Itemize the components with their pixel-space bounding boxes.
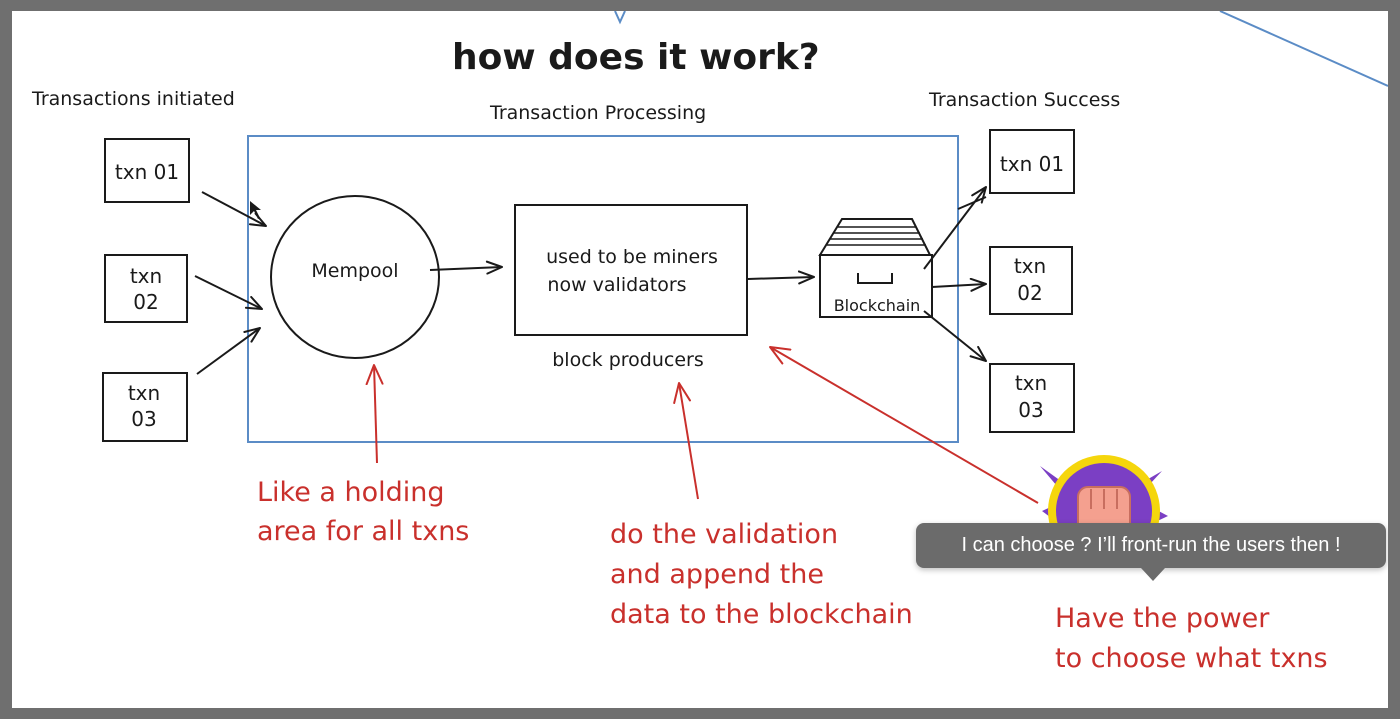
blockchain-label: Blockchain <box>834 296 921 315</box>
note-mempool-line2: area for all txns <box>257 516 469 547</box>
validator-line1: used to be miners <box>546 246 718 268</box>
arrow-blockchain-to-txn01-b <box>957 196 987 210</box>
tooltip-tail <box>1141 568 1165 581</box>
heading-initiated: Transactions initiated <box>31 88 235 110</box>
left-txn-03: txn 03 <box>102 372 188 442</box>
arrow-txn03-to-mempool <box>196 327 261 375</box>
red-arrow-power <box>769 346 1039 504</box>
mempool-circle <box>270 195 440 359</box>
tooltip-bubble: I can choose ? I’ll front-run the users … <box>916 523 1386 568</box>
diagram-svg: how does it work? Transactions initiated… <box>31 11 1388 674</box>
note-validation-line1: do the validation <box>610 519 838 550</box>
arrow-blockchain-to-txn01 <box>923 186 987 270</box>
block-producers-label: block producers <box>552 349 703 371</box>
page-title: how does it work? <box>452 37 820 78</box>
arrow-txn01-to-mempool <box>201 191 267 227</box>
validator-box <box>514 204 748 336</box>
left-txn-01-label: txn 01 <box>115 160 179 184</box>
left-txn-02-label: txn <box>130 264 162 288</box>
left-txn-02-number: 02 <box>133 290 158 314</box>
arrow-blockchain-to-txn02 <box>931 277 987 292</box>
blue-stroke-top <box>614 11 626 25</box>
arrow-mempool-to-validators <box>429 260 503 275</box>
blue-diagonal-line <box>1219 11 1388 87</box>
left-txn-01: txn 01 <box>104 138 190 203</box>
arrow-txn02-to-mempool <box>194 275 263 310</box>
right-txn-03-label: txn <box>1015 371 1047 395</box>
cursor-icon <box>250 201 261 219</box>
right-txn-01-label: txn 01 <box>1000 152 1064 176</box>
right-txn-01: txn 01 <box>989 129 1075 194</box>
note-power-line2: to choose what txns <box>1055 643 1328 674</box>
note-mempool-line1: Like a holding <box>257 477 445 508</box>
heading-processing: Transaction Processing <box>489 102 706 124</box>
file-cabinet-icon <box>818 218 933 318</box>
red-arrow-mempool <box>365 364 384 464</box>
tooltip-text: I can choose ? I’ll front-run the users … <box>961 534 1341 556</box>
arrow-blockchain-to-txn03 <box>923 310 987 362</box>
right-txn-03: txn 03 <box>989 363 1075 433</box>
note-validation-line3: data to the blockchain <box>610 599 913 630</box>
diagram-canvas: how does it work? Transactions initiated… <box>12 11 1388 708</box>
right-txn-02: txn 02 <box>989 246 1073 315</box>
left-txn-02: txn 02 <box>104 254 188 323</box>
heading-success: Transaction Success <box>928 89 1120 111</box>
mempool-label: Mempool <box>311 260 398 282</box>
left-txn-03-number: 03 <box>131 407 156 431</box>
processing-frame <box>247 135 959 443</box>
arrow-validators-to-blockchain <box>747 270 815 285</box>
right-txn-02-label: txn <box>1014 254 1046 278</box>
red-arrow-block-producers <box>673 382 699 500</box>
note-power-line1: Have the power <box>1055 603 1270 634</box>
right-txn-03-number: 03 <box>1018 398 1043 422</box>
validator-line2: now validators <box>547 274 686 296</box>
left-txn-03-label: txn <box>128 381 160 405</box>
note-validation-line2: and append the <box>610 559 824 590</box>
right-txn-02-number: 02 <box>1017 281 1042 305</box>
